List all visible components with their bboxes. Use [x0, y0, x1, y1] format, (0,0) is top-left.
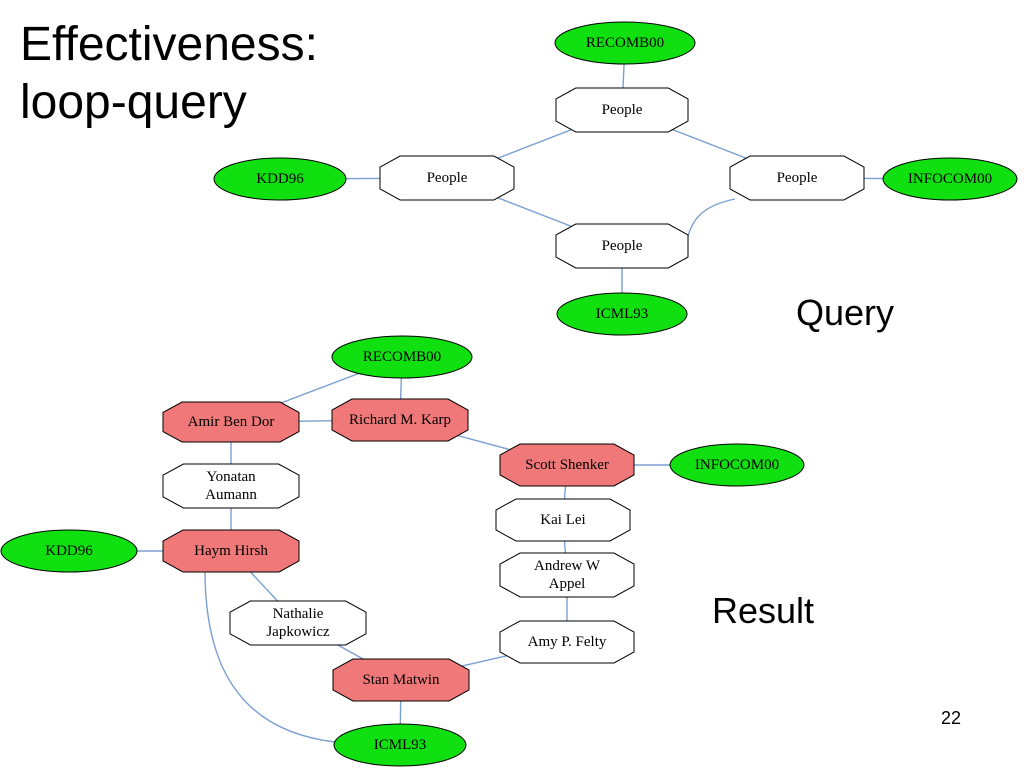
- node-q-people-right: People: [729, 155, 865, 201]
- node-label: INFOCOM00: [695, 457, 779, 473]
- person-octagon: [229, 600, 367, 646]
- node-label: Haym Hirsh: [194, 543, 268, 559]
- venue-ellipse: [882, 157, 1018, 201]
- node-label: People: [602, 238, 643, 254]
- matched-person-octagon: [162, 529, 300, 573]
- venue-ellipse: [333, 723, 467, 767]
- node-label: RECOMB00: [586, 35, 664, 51]
- person-octagon: [162, 463, 300, 509]
- slide-title-line-2: loop-query: [20, 76, 247, 129]
- node-label: Scott Shenker: [525, 457, 609, 473]
- slide-title: Effectiveness: loop-query: [20, 16, 318, 132]
- node-q-icml93: ICML93: [556, 292, 688, 336]
- node-r-kdd96: KDD96: [0, 529, 138, 573]
- node-r-felty: Amy P. Felty: [499, 620, 635, 664]
- node-q-infocom00: INFOCOM00: [882, 157, 1018, 201]
- result-caption: Result: [712, 590, 815, 631]
- node-label: People: [427, 170, 468, 186]
- node-label: People: [777, 170, 818, 186]
- venue-ellipse: [0, 529, 138, 573]
- venue-ellipse: [556, 292, 688, 336]
- node-r-amir: Amir Ben Dor: [162, 401, 300, 443]
- node-q-people-top: People: [555, 87, 689, 133]
- query-edge-q-people-right-to-q-people-bottom: [687, 198, 736, 237]
- matched-person-octagon: [332, 658, 470, 702]
- node-r-infocom00: INFOCOM00: [669, 443, 805, 487]
- node-label: Amir Ben Dor: [188, 414, 275, 430]
- node-r-karp: Richard M. Karp: [331, 398, 469, 442]
- person-octagon: [499, 620, 635, 664]
- slide-number: 22: [941, 708, 962, 728]
- node-label: ICML93: [374, 737, 427, 753]
- node-label: Nathalie: [273, 606, 324, 622]
- node-label: Aumann: [205, 487, 257, 503]
- node-r-recomb00: RECOMB00: [331, 335, 473, 379]
- person-octagon: [495, 498, 631, 542]
- matched-person-octagon: [162, 401, 300, 443]
- venue-ellipse: [669, 443, 805, 487]
- node-r-hirsh: Haym Hirsh: [162, 529, 300, 573]
- node-q-people-left: People: [379, 155, 515, 201]
- node-label: INFOCOM00: [908, 171, 992, 187]
- matched-person-octagon: [331, 398, 469, 442]
- person-octagon: [499, 552, 635, 598]
- node-q-recomb00: RECOMB00: [554, 21, 696, 65]
- node-q-people-bottom: People: [555, 223, 689, 269]
- matched-person-octagon: [499, 443, 635, 487]
- venue-ellipse: [554, 21, 696, 65]
- node-r-kailei: Kai Lei: [495, 498, 631, 542]
- node-label: Amy P. Felty: [528, 634, 607, 650]
- result-edge-r-hirsh-to-r-icml93: [204, 569, 336, 743]
- node-label: Andrew W: [534, 558, 601, 574]
- node-label: ICML93: [596, 306, 649, 322]
- node-r-matwin: Stan Matwin: [332, 658, 470, 702]
- node-label: Japkowicz: [266, 624, 330, 640]
- slide-title-line-1: Effectiveness:: [20, 18, 318, 71]
- venue-ellipse: [213, 157, 347, 201]
- node-r-icml93: ICML93: [333, 723, 467, 767]
- node-label: People: [602, 102, 643, 118]
- node-label: Stan Matwin: [362, 672, 440, 688]
- node-label: KDD96: [45, 543, 93, 559]
- node-label: Appel: [549, 576, 586, 592]
- node-r-shenker: Scott Shenker: [499, 443, 635, 487]
- person-octagon: [555, 223, 689, 269]
- query-caption: Query: [796, 292, 895, 333]
- venue-ellipse: [331, 335, 473, 379]
- person-octagon: [555, 87, 689, 133]
- person-octagon: [379, 155, 515, 201]
- node-label: Kai Lei: [540, 512, 585, 528]
- node-q-kdd96: KDD96: [213, 157, 347, 201]
- node-label: Yonatan: [206, 469, 256, 485]
- node-label: Richard M. Karp: [349, 412, 451, 428]
- person-octagon: [729, 155, 865, 201]
- node-label: RECOMB00: [363, 349, 441, 365]
- node-r-appel: Andrew W Appel: [499, 552, 635, 598]
- node-label: KDD96: [256, 171, 304, 187]
